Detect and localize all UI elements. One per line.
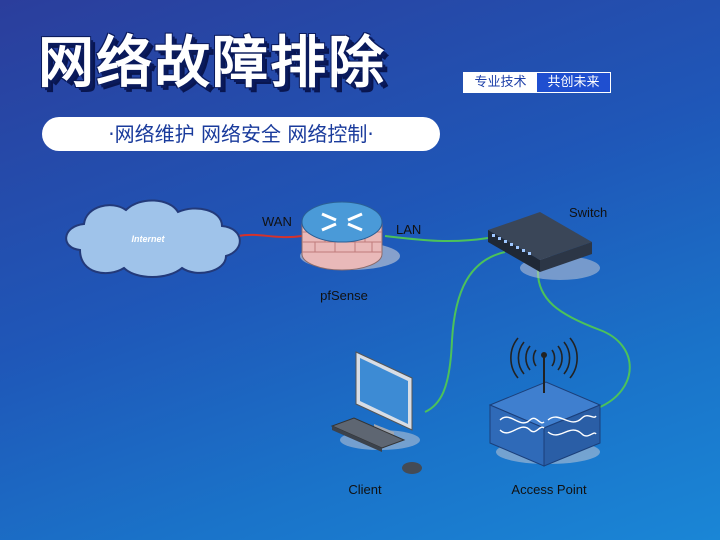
wan-label: WAN — [262, 214, 292, 229]
tag-left: 专业技术 — [464, 73, 537, 92]
lan-cable — [384, 235, 489, 243]
lan-label: LAN — [396, 222, 421, 237]
access-point-icon — [488, 337, 602, 467]
client-label: Client — [348, 482, 382, 497]
firewall-label: pfSense — [320, 288, 368, 303]
subtitle-pill: ·网络维护 网络安全 网络控制· — [42, 117, 440, 151]
switch-label: Switch — [569, 205, 607, 220]
tag-badge: 专业技术 共创未来 — [463, 72, 611, 93]
internet-cloud-icon — [65, 199, 241, 278]
wan-cable — [237, 233, 303, 239]
firewall-router-icon — [300, 201, 400, 271]
client-cable — [424, 251, 506, 413]
page-title: 网络故障排除 — [38, 31, 386, 96]
ap-cable — [536, 267, 631, 409]
access-point-label: Access Point — [511, 482, 587, 497]
client-computer-icon — [330, 351, 422, 474]
internet-label: Internet — [131, 234, 165, 244]
switch-icon — [488, 212, 600, 280]
tag-right: 共创未来 — [537, 73, 610, 92]
